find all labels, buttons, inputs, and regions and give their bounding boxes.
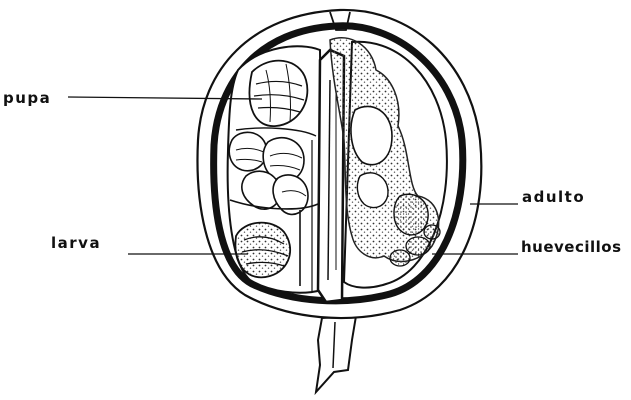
label-pupa: pupa bbox=[3, 91, 51, 106]
seed-stalk bbox=[316, 316, 356, 392]
label-larva: larva bbox=[51, 236, 101, 251]
label-huevecillos: huevecillos bbox=[521, 240, 622, 255]
larva-insect bbox=[235, 223, 290, 278]
label-adulto: adulto bbox=[522, 190, 585, 205]
